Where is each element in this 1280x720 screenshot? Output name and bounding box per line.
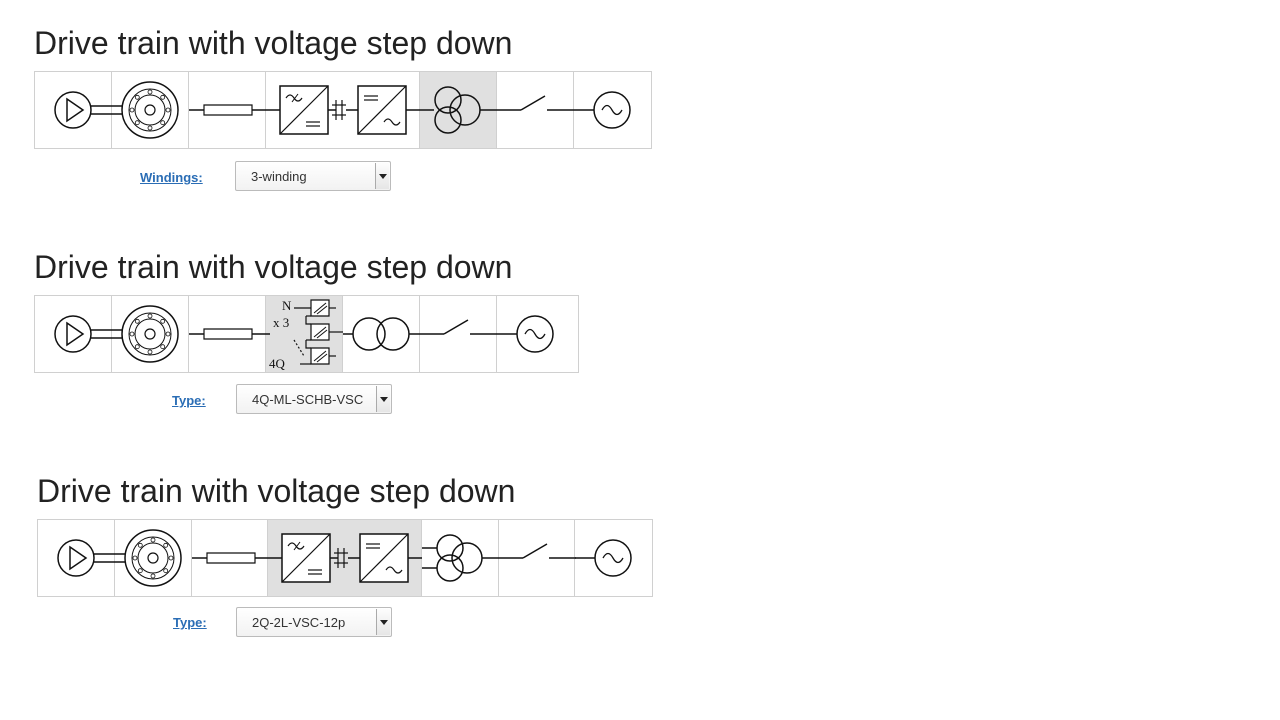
converter-cell[interactable]: N x 3 4Q (266, 296, 343, 372)
component-strip (37, 519, 653, 597)
generator-cell[interactable] (112, 296, 189, 372)
turbine-icon (57, 539, 115, 577)
converter-cell[interactable] (268, 520, 423, 596)
select-value: 4Q-ML-SCHB-VSC (252, 392, 364, 407)
grid-cell[interactable] (575, 520, 652, 596)
transformer-cell[interactable] (343, 296, 420, 372)
converter-4q-label: 4Q (269, 356, 285, 371)
two-winding-transformer-icon (343, 317, 420, 351)
component-strip: N x 3 4Q (34, 295, 579, 373)
windings-select[interactable]: 3-winding (235, 161, 391, 191)
converter-cell[interactable] (266, 72, 420, 148)
converter-icon (268, 533, 423, 583)
drive-train-panel-1: Drive train with voltage step down Windi… (34, 23, 654, 198)
three-winding-transformer-icon (420, 86, 497, 134)
type-select[interactable]: 2Q-2L-VSC-12p (236, 607, 392, 637)
cable-icon (191, 552, 269, 564)
dropdown-arrow-icon[interactable] (375, 163, 389, 189)
grid-cell[interactable] (574, 72, 651, 148)
ac-grid-icon (497, 315, 554, 353)
cable-cell[interactable] (189, 72, 266, 148)
generator-cell[interactable] (114, 520, 192, 596)
turbine-cell[interactable] (35, 296, 112, 372)
converter-icon (266, 85, 420, 135)
cable-icon (189, 328, 266, 340)
cable-cell[interactable] (189, 296, 266, 372)
drive-train-panel-2: Drive train with voltage step down N x 3… (34, 247, 654, 422)
windings-label[interactable]: Windings: (140, 170, 203, 185)
switch-icon (420, 319, 497, 335)
breaker-cell[interactable] (498, 520, 576, 596)
type-label[interactable]: Type: (173, 615, 207, 630)
select-value: 2Q-2L-VSC-12p (252, 615, 346, 630)
generator-cell[interactable] (112, 72, 189, 148)
dropdown-arrow-icon[interactable] (376, 609, 390, 635)
turbine-cell[interactable] (35, 72, 112, 148)
ac-grid-icon (574, 91, 631, 129)
panel-title: Drive train with voltage step down (37, 473, 516, 509)
breaker-cell[interactable] (420, 296, 497, 372)
generator-icon (112, 305, 179, 363)
transformer-cell[interactable] (421, 520, 499, 596)
panel-title: Drive train with voltage step down (34, 249, 513, 285)
grid-cell[interactable] (497, 296, 574, 372)
turbine-icon (54, 91, 112, 129)
dropdown-arrow-icon[interactable] (376, 386, 390, 412)
ac-grid-icon (575, 539, 632, 577)
turbine-icon (54, 315, 112, 353)
switch-icon (498, 543, 576, 559)
component-strip (34, 71, 652, 149)
generator-icon (114, 529, 182, 587)
cable-cell[interactable] (191, 520, 269, 596)
switch-icon (497, 95, 574, 111)
type-label[interactable]: Type: (172, 393, 206, 408)
select-value: 3-winding (251, 169, 307, 184)
type-select[interactable]: 4Q-ML-SCHB-VSC (236, 384, 392, 414)
generator-icon (112, 81, 179, 139)
three-winding-transformer-icon (421, 534, 499, 582)
drive-train-panel-3: Drive train with voltage step down Type:… (37, 471, 657, 646)
cable-icon (189, 104, 266, 116)
panel-title: Drive train with voltage step down (34, 25, 513, 61)
converter-x3-label: x 3 (273, 315, 290, 330)
turbine-cell[interactable] (38, 520, 115, 596)
transformer-cell[interactable] (420, 72, 497, 148)
converter-n-label: N (282, 298, 292, 313)
breaker-cell[interactable] (497, 72, 574, 148)
